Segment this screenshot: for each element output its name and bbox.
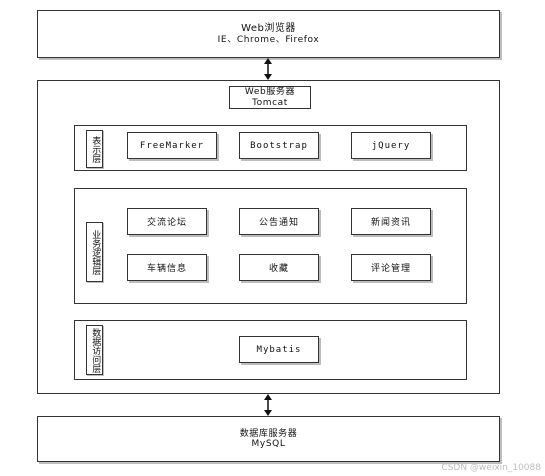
business-layer <box>74 188 467 304</box>
node-favorites: 收藏 <box>239 254 319 281</box>
database-server-subtitle: MySQL <box>251 439 286 449</box>
node-vehicle-info: 车辆信息 <box>127 254 207 281</box>
server-db-connector <box>264 394 272 416</box>
database-server-title: 数据库服务器 <box>239 428 298 439</box>
node-jquery: jQuery <box>351 132 431 159</box>
web-browser-subtitle: IE、Chrome、Firefox <box>217 34 320 45</box>
data-access-layer-label: 数据访问层 <box>86 325 103 375</box>
web-server-subtitle: Tomcat <box>252 97 288 108</box>
node-forum: 交流论坛 <box>127 208 207 235</box>
business-layer-label: 业务逻辑层 <box>86 222 103 282</box>
browser-server-connector <box>264 58 272 80</box>
web-server-title-box: Web服务器 Tomcat <box>229 86 311 109</box>
node-freemarker: FreeMarker <box>127 132 217 159</box>
web-browser-title: Web浏览器 <box>241 23 296 35</box>
database-server-box: 数据库服务器 MySQL <box>37 416 500 462</box>
web-server-title: Web服务器 <box>244 87 296 98</box>
node-comment-management: 评论管理 <box>351 254 431 281</box>
web-browser-box: Web浏览器 IE、Chrome、Firefox <box>37 10 500 58</box>
node-news: 新闻资讯 <box>351 208 431 235</box>
node-bootstrap: Bootstrap <box>239 132 319 159</box>
presentation-layer-label: 表示层 <box>86 130 103 168</box>
node-announcement: 公告通知 <box>239 208 319 235</box>
watermark-text: CSDN @weixin_10088 <box>441 463 541 473</box>
node-mybatis: Mybatis <box>239 336 319 363</box>
